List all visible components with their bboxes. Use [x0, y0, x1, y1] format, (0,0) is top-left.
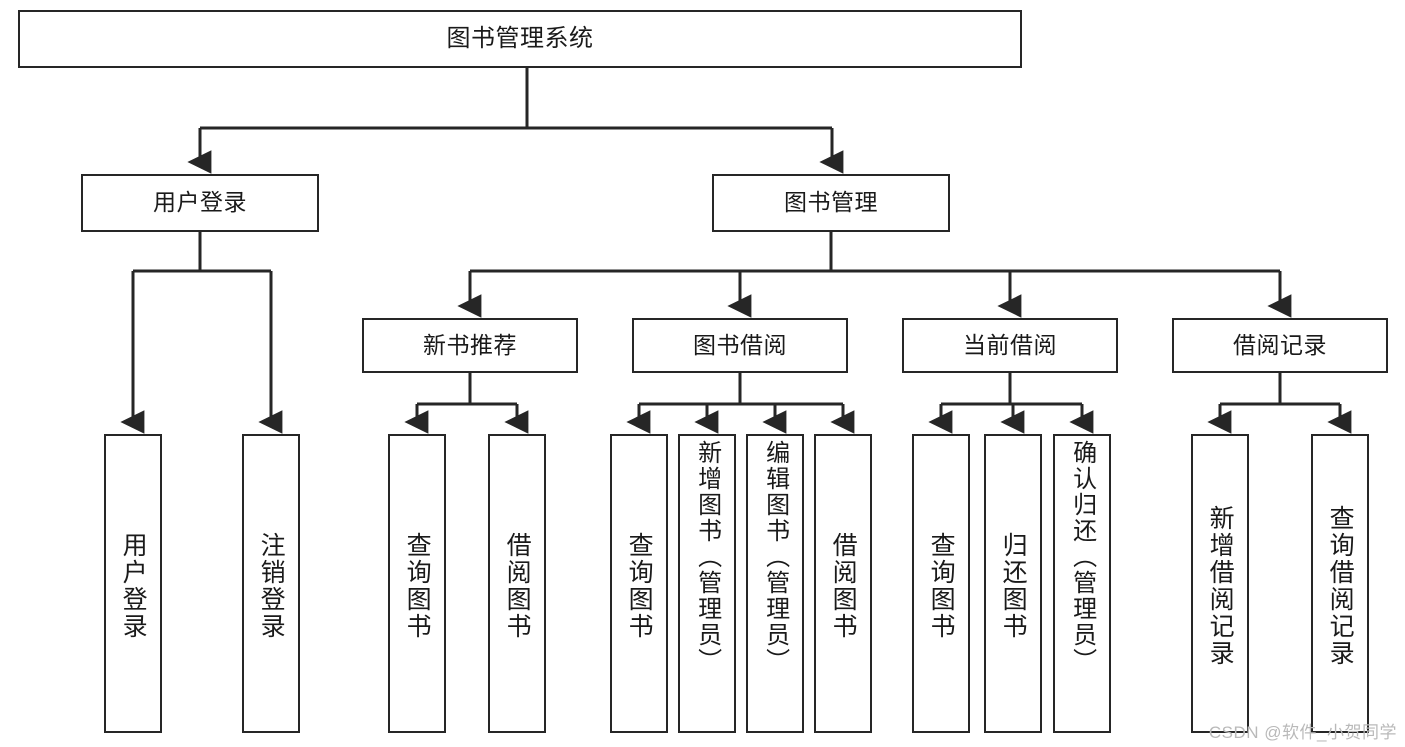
- node-leaf-confirm-return-label: 确认归还（管理员）: [1068, 440, 1096, 674]
- node-leaf-logout-label: 注销登录: [257, 531, 286, 640]
- node-leaf-query-record[interactable]: 查询借阅记录: [1311, 434, 1369, 733]
- node-leaf-query-book-current-label: 查询图书: [927, 531, 956, 640]
- node-leaf-borrow-book-rec-label: 借阅图书: [503, 531, 532, 640]
- node-current-borrow-label: 当前借阅: [963, 331, 1057, 358]
- node-book-borrow-label: 图书借阅: [693, 331, 787, 358]
- node-leaf-user-login-label: 用户登录: [119, 531, 148, 640]
- node-leaf-borrow-book-label: 借阅图书: [829, 531, 858, 640]
- node-leaf-add-record-label: 新增借阅记录: [1206, 504, 1235, 667]
- node-book-manage[interactable]: 图书管理: [712, 174, 950, 232]
- node-leaf-borrow-book[interactable]: 借阅图书: [814, 434, 872, 733]
- node-leaf-user-login[interactable]: 用户登录: [104, 434, 162, 733]
- node-leaf-return-book[interactable]: 归还图书: [984, 434, 1042, 733]
- node-current-borrow[interactable]: 当前借阅: [902, 318, 1118, 373]
- node-leaf-return-book-label: 归还图书: [999, 531, 1028, 640]
- node-new-book-rec-label: 新书推荐: [423, 331, 517, 358]
- node-leaf-query-book-borrow-label: 查询图书: [625, 531, 654, 640]
- node-leaf-add-book-label: 新增图书（管理员）: [693, 440, 721, 674]
- node-leaf-edit-book-label: 编辑图书（管理员）: [761, 440, 789, 674]
- node-leaf-query-book-borrow[interactable]: 查询图书: [610, 434, 668, 733]
- node-root[interactable]: 图书管理系统: [18, 10, 1022, 68]
- node-new-book-rec[interactable]: 新书推荐: [362, 318, 578, 373]
- node-leaf-logout[interactable]: 注销登录: [242, 434, 300, 733]
- node-leaf-query-record-label: 查询借阅记录: [1326, 504, 1355, 667]
- node-user-login-label: 用户登录: [153, 189, 247, 216]
- node-user-login[interactable]: 用户登录: [81, 174, 319, 232]
- node-leaf-query-book-rec-label: 查询图书: [403, 531, 432, 640]
- node-borrow-record[interactable]: 借阅记录: [1172, 318, 1388, 373]
- node-leaf-query-book-current[interactable]: 查询图书: [912, 434, 970, 733]
- node-leaf-query-book-rec[interactable]: 查询图书: [388, 434, 446, 733]
- node-borrow-record-label: 借阅记录: [1233, 331, 1327, 358]
- node-book-borrow[interactable]: 图书借阅: [632, 318, 848, 373]
- node-leaf-edit-book[interactable]: 编辑图书（管理员）: [746, 434, 804, 733]
- node-root-label: 图书管理系统: [446, 24, 594, 52]
- watermark: CSDN @软件_小贺同学: [1208, 723, 1397, 742]
- node-leaf-add-book[interactable]: 新增图书（管理员）: [678, 434, 736, 733]
- node-leaf-confirm-return[interactable]: 确认归还（管理员）: [1053, 434, 1111, 733]
- node-leaf-add-record[interactable]: 新增借阅记录: [1191, 434, 1249, 733]
- node-book-manage-label: 图书管理: [784, 189, 878, 216]
- node-leaf-borrow-book-rec[interactable]: 借阅图书: [488, 434, 546, 733]
